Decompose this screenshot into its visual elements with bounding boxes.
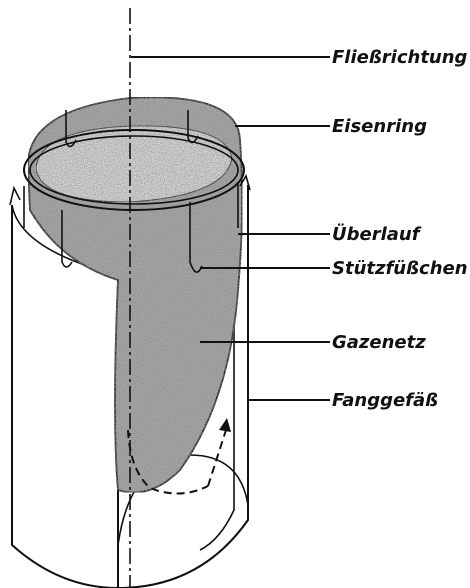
gauze-net [28,97,242,492]
label-support-feet: Stützfüßchen [332,258,468,279]
label-iron-ring: Eisenring [332,116,427,137]
label-overflow: Überlauf [332,223,422,245]
label-catch-vessel: Fanggefäß [332,390,438,411]
label-flow-direction: Fließrichtung [332,47,468,68]
label-gauze-net: Gazenetz [332,332,426,353]
